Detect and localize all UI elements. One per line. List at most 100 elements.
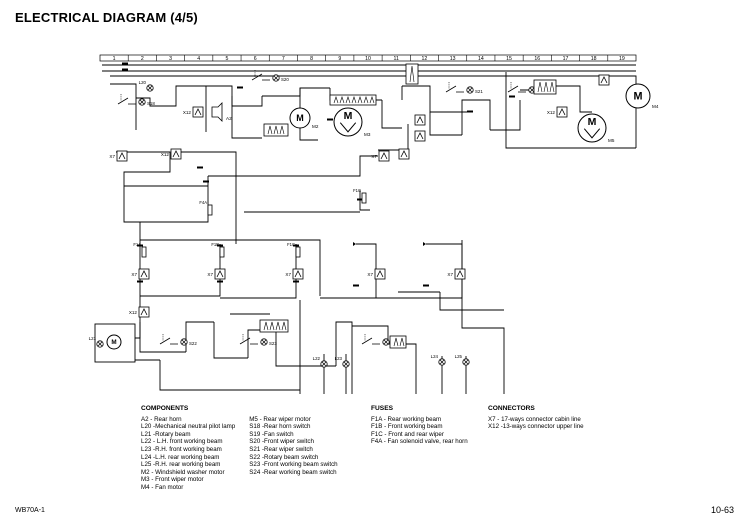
connector-block — [454, 268, 466, 280]
lamp-cross — [463, 359, 469, 365]
connector-pin — [118, 152, 126, 160]
legend-fuses-heading: FUSES — [371, 405, 393, 412]
legend-component-item: S20 -Front wiper switch — [249, 438, 314, 446]
terminal-pin — [357, 96, 363, 104]
ruler-column-label: 1 — [113, 56, 116, 62]
wire — [320, 266, 377, 299]
connector-block — [556, 106, 568, 118]
connector-label: X12 — [547, 110, 556, 115]
connector-label: X7 — [207, 272, 213, 277]
wire — [140, 244, 221, 297]
legend-component-item: L21 -Rotary beam — [141, 430, 191, 438]
ruler-column-label: 2 — [141, 56, 144, 62]
lamp-cross — [467, 87, 473, 93]
legend-component-item: S21 -Rear wiper switch — [249, 445, 313, 453]
motor-letter: M — [296, 113, 304, 123]
wire — [490, 100, 521, 131]
ruler-frame — [99, 54, 637, 62]
switch-tag: S21 — [475, 89, 483, 94]
ruler-column-label: 17 — [563, 56, 569, 62]
lamp-cross — [343, 361, 349, 367]
connector-pin — [456, 270, 464, 278]
wire-number-marker — [423, 284, 429, 287]
lamp-cross — [261, 339, 267, 345]
wire-number-marker — [353, 284, 359, 287]
terminal-pin — [281, 321, 287, 331]
wire — [359, 190, 370, 211]
connector-block — [138, 306, 150, 318]
terminal-pin — [279, 125, 285, 135]
connector-block — [214, 268, 226, 280]
lamp-cross — [383, 339, 389, 345]
wire — [356, 243, 377, 266]
legend-fuse-item: F1B - Front working beam — [371, 423, 443, 431]
lamp-tag: L25 — [455, 354, 463, 359]
legend-connectors: CONNECTORS X7 - 17-ways connector cabin … — [488, 405, 584, 431]
fuse-tag: F1C — [287, 242, 295, 247]
page-title: ELECTRICAL DIAGRAM (4/5) — [15, 10, 198, 25]
connector-block — [598, 74, 610, 86]
lamp-tag: L23 — [335, 356, 343, 361]
connector-label: X7 — [371, 154, 377, 159]
switch-contact — [117, 97, 136, 105]
wire — [140, 239, 321, 296]
legend-component-item: A2 - Rear horn — [141, 415, 182, 423]
wire — [505, 72, 636, 149]
motor-symbol — [289, 107, 311, 129]
wire-number-marker — [293, 244, 299, 247]
lamp-cross — [321, 361, 327, 367]
ruler-column-label: 11 — [394, 56, 399, 62]
connector-block — [138, 268, 150, 280]
connector-pin — [416, 132, 424, 140]
ruler-column-label: 16 — [534, 56, 540, 62]
lamp-cross — [273, 75, 279, 81]
wire — [262, 87, 330, 97]
terminal-block — [259, 319, 289, 333]
wire — [461, 99, 491, 135]
fuse-symbol — [141, 246, 147, 258]
wire — [104, 222, 141, 339]
lamp-tag: L22 — [313, 356, 321, 361]
wire — [185, 321, 214, 352]
legend-component-item: S23 -Front working beam switch — [249, 461, 338, 469]
wire-number-marker — [509, 95, 515, 98]
wire — [335, 321, 353, 394]
wire-number-marker — [197, 166, 203, 169]
wiper-motor-symbol — [333, 107, 363, 137]
motor-symbol — [106, 334, 122, 350]
connector-pin — [376, 270, 384, 278]
ruler-column-label: 5 — [226, 56, 229, 62]
wiper-motor-letter: M — [344, 110, 353, 122]
terminal-pin — [275, 321, 281, 331]
connector-label: X7 — [285, 272, 291, 277]
fuse-tag: F1B — [211, 242, 219, 247]
wire-number-marker — [467, 110, 473, 113]
terminal-pin — [537, 81, 543, 93]
connector-label: X12 — [129, 310, 138, 315]
switch-contact — [361, 337, 380, 345]
switch-contact — [239, 337, 258, 345]
lamp-cross — [139, 99, 145, 105]
terminal-pin — [393, 337, 399, 347]
wire-number-marker — [122, 68, 128, 71]
footer-page-number: 10-63 — [711, 505, 735, 515]
connector-pin — [600, 76, 608, 84]
motor-letter: M — [634, 91, 643, 103]
wire-number-marker — [203, 180, 209, 183]
fuse-symbol — [219, 246, 225, 258]
legend-fuse-item: F1A - Rear working beam — [371, 415, 442, 423]
wire-number-marker — [357, 198, 363, 201]
connector-label: X12 — [161, 152, 170, 157]
terminal-pin — [399, 337, 405, 347]
legend-component-item: L25 -R.H. rear working beam — [141, 461, 221, 469]
wiper-arc — [339, 122, 357, 133]
connector-pin — [140, 308, 148, 316]
wire — [139, 322, 186, 353]
legend-fuse-item: F1C - Front and rear wiper — [371, 430, 444, 438]
connector-block — [414, 130, 426, 142]
ruler-column-label: 3 — [169, 56, 172, 62]
footer-model: WB70A-1 — [15, 507, 45, 514]
